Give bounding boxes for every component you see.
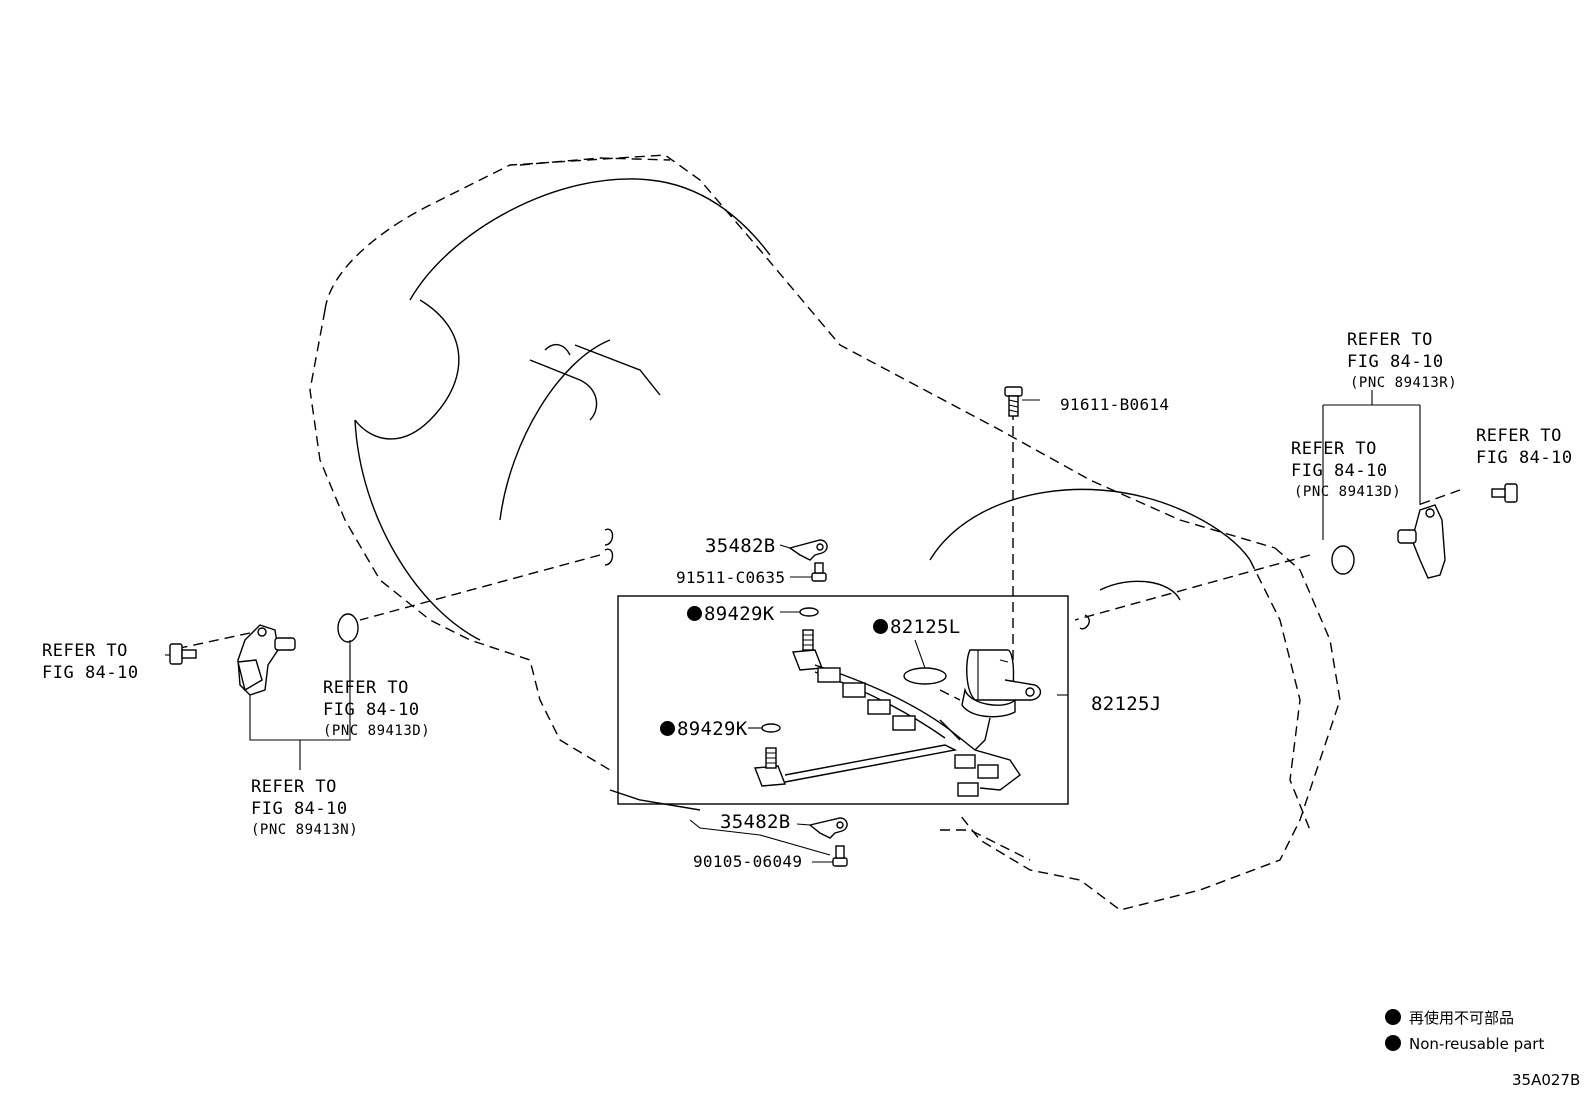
non-reusable-dot-icon [687,606,702,621]
ref-right-sensor-line2: FIG 84-10 [1347,352,1444,372]
top-clamp [788,539,828,561]
figure-code: 35A027B [1512,1071,1581,1089]
ref-right-sensor-pnc: (PNC 89413R) [1350,375,1458,391]
bottom-clamp [808,817,848,839]
non-reusable-dot-icon [660,721,675,736]
legend-row-en: Non-reusable part [1385,1035,1544,1053]
ref-left-bolt-line1: REFER TO [42,641,128,661]
part-wire-harness: 82125J [1091,693,1162,715]
part-clamp-bottom: 35482B [720,811,791,833]
top-bolt [1004,386,1023,417]
part-oring-upper-number: 89429K [704,603,775,625]
ref-right-oring-line2: FIG 84-10 [1291,461,1388,481]
left-speed-sensor [237,624,296,696]
right-bolt [1491,483,1518,503]
transmission-outline [309,154,1341,911]
right-speed-sensor [1397,504,1446,579]
legend-jp-text: 再使用不可部品 [1409,1009,1515,1027]
ref-left-sensor-line1: REFER TO [251,777,337,797]
ref-right-oring-pnc: (PNC 89413D) [1294,484,1402,500]
ref-right-bolt-line1: REFER TO [1476,426,1562,446]
part-bolt-clamp-top: 91511-C0635 [676,568,786,587]
right-o-ring [1331,545,1355,575]
part-oring-main: 82125L [873,616,960,638]
ref-left-sensor-line2: FIG 84-10 [251,799,348,819]
bottom-clamp-bolt [832,845,848,867]
ref-left-bolt-line2: FIG 84-10 [42,663,139,683]
part-bolt-bottom: 90105-06049 [693,852,803,871]
ref-left-oring-pnc: (PNC 89413D) [323,723,431,739]
top-clamp-bolt [811,562,827,582]
legend-en-text: Non-reusable part [1409,1035,1545,1053]
part-bolt-top: 91611-B0614 [1060,395,1170,414]
left-bolt [169,643,197,665]
ref-left-oring-line1: REFER TO [323,678,409,698]
part-oring-lower-number: 89429K [677,718,748,740]
part-clamp-top: 35482B [705,535,776,557]
right-clip [1079,614,1090,630]
harness-box [617,595,1069,805]
legend-dot-icon [1385,1009,1401,1025]
part-oring-lower: 89429K [660,718,747,740]
part-oring-upper: 89429K [687,603,774,625]
part-oring-main-number: 82125L [890,616,961,638]
legend-dot-icon [1385,1035,1401,1051]
non-reusable-dot-icon [873,619,888,634]
harness-components [748,607,1042,797]
ref-left-oring-line2: FIG 84-10 [323,700,420,720]
ref-left-sensor-pnc: (PNC 89413N) [251,822,359,838]
left-clip [604,528,614,566]
ref-right-bolt-line2: FIG 84-10 [1476,448,1573,468]
left-o-ring [337,613,359,643]
ref-right-oring-line1: REFER TO [1291,439,1377,459]
legend-row-jp: 再使用不可部品 [1385,1009,1514,1027]
right-ref-brackets [1322,390,1421,540]
leader-lines [179,410,1461,856]
ref-right-sensor-line1: REFER TO [1347,330,1433,350]
